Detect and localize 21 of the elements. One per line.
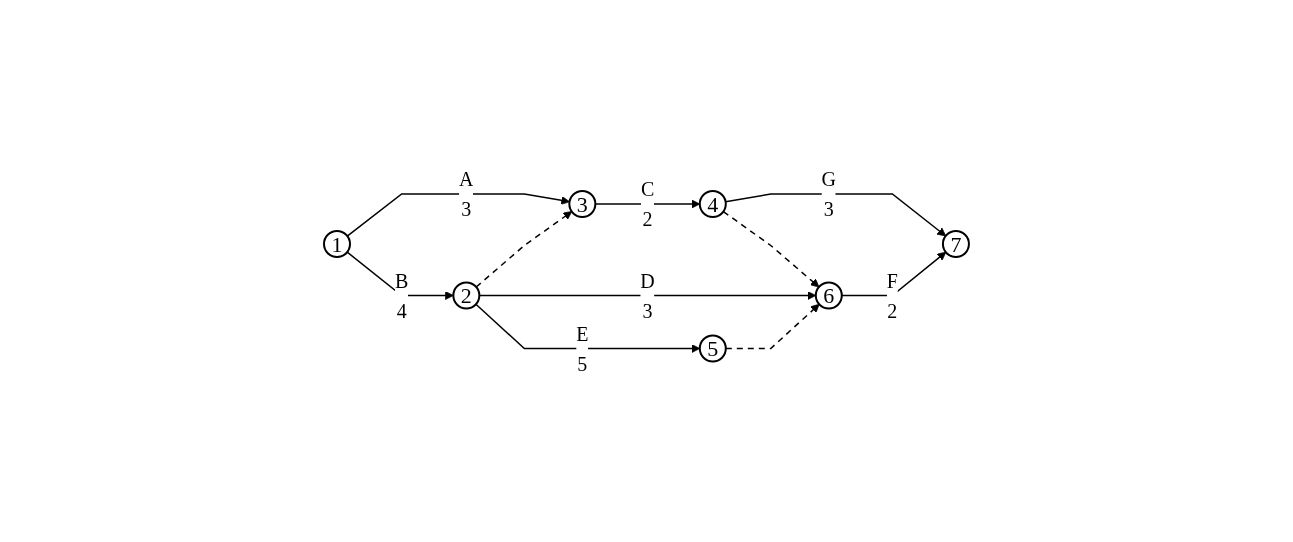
edge-label: B 4: [395, 269, 409, 322]
node-circle: 1: [323, 229, 352, 258]
edge-label: G 3: [821, 167, 837, 220]
edge-label: A 3: [459, 167, 474, 220]
node-circle: 2: [452, 281, 481, 310]
arrow: [725, 303, 820, 349]
node-circle: 6: [814, 281, 843, 310]
node-circle: 3: [568, 189, 597, 218]
arrow: [346, 193, 570, 237]
arrow: [841, 251, 947, 296]
edge-label: F 2: [886, 269, 898, 322]
edge-label: C 2: [640, 177, 655, 230]
arrow: [346, 251, 454, 300]
arrow: [722, 210, 820, 288]
node-circle: 5: [698, 334, 727, 363]
arrow: [475, 303, 701, 353]
edge-label: D 3: [640, 269, 655, 322]
node-circle: 4: [698, 189, 727, 218]
arrow: [475, 210, 573, 288]
node-circle: 7: [941, 229, 970, 258]
edge-label: E 5: [576, 322, 589, 375]
